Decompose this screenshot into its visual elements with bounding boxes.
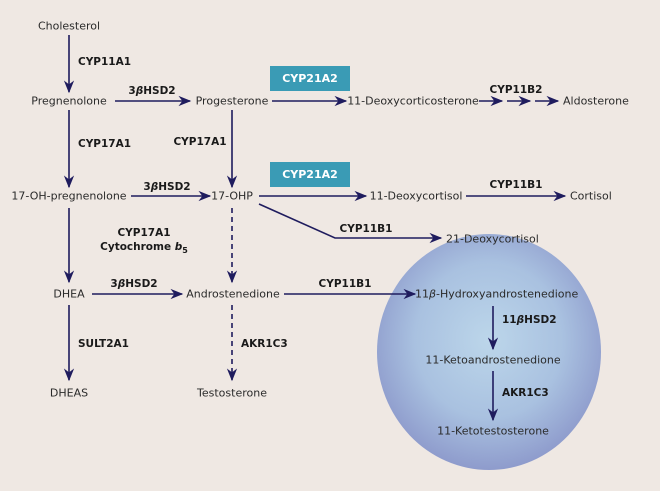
enzyme-akr1c3-ellipse: AKR1C3 <box>502 387 549 399</box>
node-dhea: DHEA <box>53 287 85 301</box>
enzyme-cyp17a1-mid: CYP17A1 <box>173 136 227 148</box>
node-testosterone: Testosterone <box>197 386 267 400</box>
node-progesterone: Progesterone <box>195 94 269 108</box>
enzyme-sult2a1: SULT2A1 <box>78 338 129 350</box>
enzyme-cyp21a2-bottom-box: CYP21A2 <box>270 162 350 187</box>
prefix: 11 <box>415 287 429 301</box>
prefix: 3 <box>110 278 118 290</box>
beta-symbol: β <box>117 278 126 290</box>
enzyme-akr1c3-dashed: AKR1C3 <box>241 338 288 350</box>
enzyme-3bhsd2-mid: 3βHSD2 <box>143 180 190 194</box>
suffix: HSD2 <box>158 181 191 193</box>
node-cortisol: Cortisol <box>570 189 612 203</box>
enzyme-cyp11b1-andro: CYP11B1 <box>318 278 372 290</box>
enzyme-cyp11b2: CYP11B2 <box>489 84 543 96</box>
suffix: HSD2 <box>524 314 557 326</box>
b: b <box>174 240 183 253</box>
enzyme-3bhsd2-low: 3βHSD2 <box>110 277 157 291</box>
node-17-ohp: 17-OHP <box>211 189 253 203</box>
enzyme-cyp11b1-cortisol: CYP11B1 <box>489 179 543 191</box>
enzyme-cyp11b1-21deoxycortisol: CYP11B1 <box>339 223 393 235</box>
node-11-deoxycorticosterone: 11-Deoxycorticosterone <box>347 94 479 108</box>
prefix: 11 <box>502 314 517 326</box>
prefix: 3 <box>128 85 136 97</box>
prefix: 3 <box>143 181 151 193</box>
beta-symbol: β <box>429 287 437 301</box>
adrenal-11-oxygenated-ellipse <box>377 234 601 470</box>
node-cholesterol: Cholesterol <box>37 19 101 33</box>
node-aldosterone: Aldosterone <box>563 94 629 108</box>
subscript: 5 <box>182 246 188 256</box>
enzyme-cyp21a2-top-box: CYP21A2 <box>270 66 350 91</box>
suffix: HSD2 <box>143 85 176 97</box>
node-11-deoxycortisol: 11-Deoxycortisol <box>369 189 463 203</box>
node-dheas: DHEAS <box>49 386 89 400</box>
enzyme-cyp17a1-left: CYP17A1 <box>78 138 132 150</box>
beta-symbol: β <box>135 85 144 97</box>
line2: Cytochrome b5 <box>100 240 188 258</box>
enzyme-cyp17a1-cytochrome-b5: CYP17A1 Cytochrome b5 <box>100 226 188 258</box>
node-pregnenolone: Pregnenolone <box>31 94 107 108</box>
beta-symbol: β <box>150 181 159 193</box>
node-androstenedione: Androstenedione <box>186 287 280 301</box>
node-11beta-hydroxyandrostenedione: 11β-Hydroxyandrostenedione <box>415 288 578 301</box>
enzyme-cyp11a1: CYP11A1 <box>78 56 132 68</box>
node-11-ketotestosterone: 11-Ketotestosterone <box>437 424 549 438</box>
line1: CYP17A1 <box>117 226 171 239</box>
suffix: -Hydroxyandrostenedione <box>436 287 579 301</box>
label: Cytochrome <box>100 240 175 253</box>
node-21-deoxycortisol: 21-Deoxycortisol <box>446 232 539 246</box>
node-11-ketoandrostenedione: 11-Ketoandrostenedione <box>425 353 561 367</box>
arrow-17ohp-21deoxycortisol <box>258 203 443 244</box>
enzyme-11bhsd2: 11βHSD2 <box>502 313 557 327</box>
node-17-oh-pregnenolone: 17-OH-pregnenolone <box>11 189 127 203</box>
suffix: HSD2 <box>125 278 158 290</box>
beta-symbol: β <box>516 314 525 326</box>
enzyme-3bhsd2-top: 3βHSD2 <box>128 84 175 98</box>
